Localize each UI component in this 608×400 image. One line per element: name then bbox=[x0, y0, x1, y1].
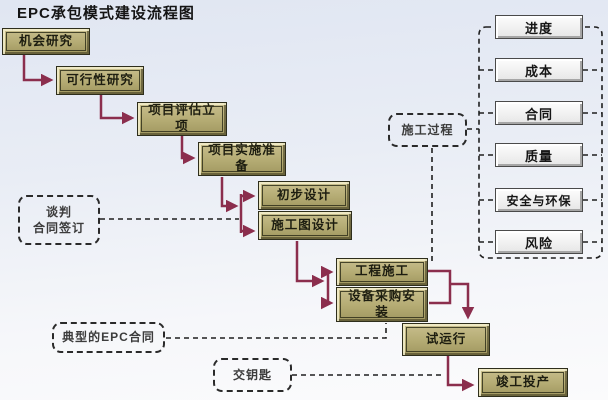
annotation-label: 典型的EPC合同 bbox=[62, 330, 155, 345]
node-label: 试运行 bbox=[425, 331, 467, 346]
panel-left-stubs bbox=[479, 69, 495, 243]
node-feasibility-study: 可行性研究 bbox=[56, 66, 144, 95]
arrow-evaluation-to-preparation bbox=[180, 136, 196, 165]
node-label: 项目评估立 项 bbox=[148, 103, 216, 133]
node-implementation-preparation: 项目实施准 备 bbox=[198, 142, 286, 176]
panel-item-risk: 风险 bbox=[495, 230, 583, 254]
panel-item-label: 合同 bbox=[524, 106, 553, 122]
diagram-title: EPC承包模式建设流程图 bbox=[17, 5, 195, 22]
annotation-label: 施工过程 bbox=[401, 122, 454, 137]
node-label: 竣工投产 bbox=[495, 374, 550, 389]
panel-item-cost: 成本 bbox=[495, 58, 583, 82]
arrow-trial-to-completion bbox=[446, 356, 475, 392]
annotation-typical-epc-contract: 典型的EPC合同 bbox=[52, 322, 165, 353]
panel-item-label: 成本 bbox=[524, 63, 553, 79]
node-label: 施工图设计 bbox=[271, 217, 339, 232]
node-label: 项目实施准 备 bbox=[208, 143, 276, 173]
annotation-label: 谈判 合同签订 bbox=[32, 204, 85, 235]
dash-typical-epc-link bbox=[166, 323, 387, 339]
node-equipment-procurement-install: 设备采购安 装 bbox=[336, 287, 428, 322]
node-label: 初步设计 bbox=[276, 187, 331, 202]
annotation-construction-process: 施工过程 bbox=[388, 113, 467, 147]
panel-item-safety-environment: 安全与环保 bbox=[495, 188, 583, 212]
arrow-preparation-to-design-split bbox=[220, 177, 239, 213]
node-construction-drawing-design: 施工图设计 bbox=[258, 211, 352, 240]
node-label: 工程施工 bbox=[354, 264, 409, 279]
merge-bracket bbox=[428, 269, 452, 305]
arrow-drawing-to-construction-split bbox=[295, 241, 325, 288]
flow-arrows bbox=[22, 55, 475, 392]
panel-item-contract: 合同 bbox=[495, 101, 583, 125]
panel-item-progress: 进度 bbox=[495, 15, 583, 39]
panel-item-quality: 质量 bbox=[495, 143, 583, 167]
node-trial-run: 试运行 bbox=[402, 323, 490, 356]
node-preliminary-design: 初步设计 bbox=[258, 181, 350, 210]
arrow-to-trial-run bbox=[450, 282, 475, 320]
node-label: 设备采购安 装 bbox=[348, 288, 416, 319]
panel-item-label: 质量 bbox=[524, 148, 553, 164]
node-opportunity-study: 机会研究 bbox=[2, 28, 90, 55]
node-label: 机会研究 bbox=[18, 33, 73, 48]
annotation-label: 交钥匙 bbox=[232, 367, 272, 382]
arrow-feasibility-to-evaluation bbox=[99, 95, 135, 125]
node-project-evaluation-approval: 项目评估立 项 bbox=[137, 102, 227, 136]
panel-item-label: 安全与环保 bbox=[506, 193, 572, 208]
arrow-opportunity-to-feasibility bbox=[22, 55, 54, 87]
node-label: 可行性研究 bbox=[66, 72, 134, 87]
panel-item-label: 进度 bbox=[524, 20, 553, 36]
node-engineering-construction: 工程施工 bbox=[336, 258, 428, 286]
panel-right-stubs bbox=[583, 69, 602, 243]
annotation-turnkey: 交钥匙 bbox=[213, 358, 292, 392]
annotation-negotiation-contract-signing: 谈判 合同签订 bbox=[18, 195, 100, 245]
node-completion-production: 竣工投产 bbox=[478, 368, 568, 397]
panel-item-label: 风险 bbox=[524, 235, 553, 251]
